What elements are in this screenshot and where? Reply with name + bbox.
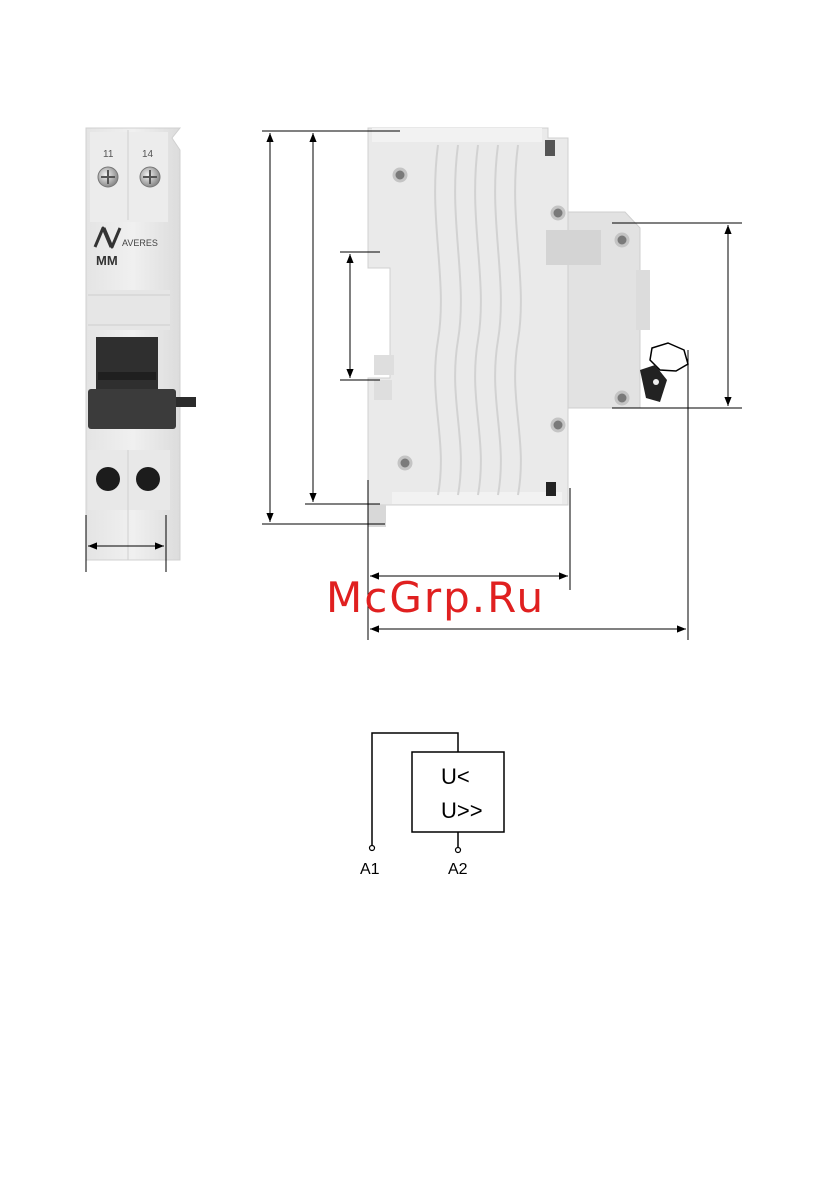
terminal-a2-label: A2	[448, 861, 468, 878]
schematic-symbol-undervoltage: U<	[441, 764, 470, 789]
trip-lever	[640, 343, 688, 402]
brand-name: AVERES	[122, 238, 158, 248]
top-screw-left	[98, 167, 118, 187]
bottom-terminal-right	[136, 467, 160, 491]
bottom-connector	[546, 482, 556, 496]
schematic-symbol: U< U>> A1 A2	[360, 733, 504, 878]
top-connector	[545, 140, 555, 156]
terminal-label-11: 11	[103, 149, 114, 160]
watermark-text: McGrp.Ru	[326, 573, 545, 622]
side-view-device	[368, 128, 688, 527]
terminal-label-14: 14	[142, 149, 154, 160]
front-view-device: 11 14 AVERES MM	[86, 128, 196, 560]
bottom-terminal-left	[96, 467, 120, 491]
terminal-a1-label: A1	[360, 861, 380, 878]
model-label: MM	[96, 253, 118, 268]
schematic-symbol-overvoltage: U>>	[441, 798, 483, 823]
top-screw-right	[140, 167, 160, 187]
